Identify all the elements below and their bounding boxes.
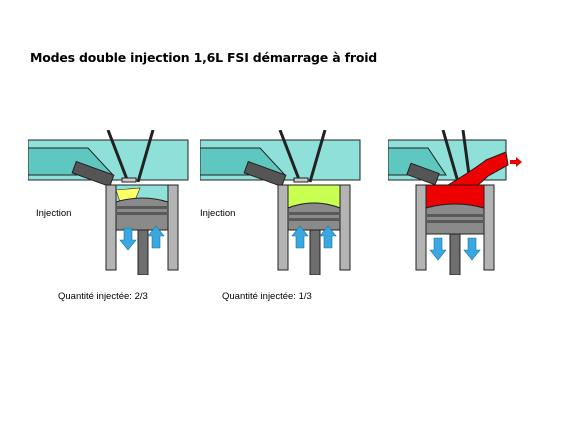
phase-label-1: Injection <box>36 208 72 219</box>
engine-diagram-injection-1 <box>28 130 198 275</box>
exhaust-arrow-icon <box>510 157 522 167</box>
engine-diagram-injection-2 <box>200 130 370 275</box>
diagram-title: Modes double injection 1,6L FSI démarrag… <box>30 50 378 65</box>
quantity-caption-1: Quantité injectée: 2/3 <box>58 291 148 302</box>
quantity-caption-2: Quantité injectée: 1/3 <box>222 291 312 302</box>
phase-label-2: Injection <box>200 208 236 219</box>
engine-diagram-combustion <box>388 130 558 275</box>
